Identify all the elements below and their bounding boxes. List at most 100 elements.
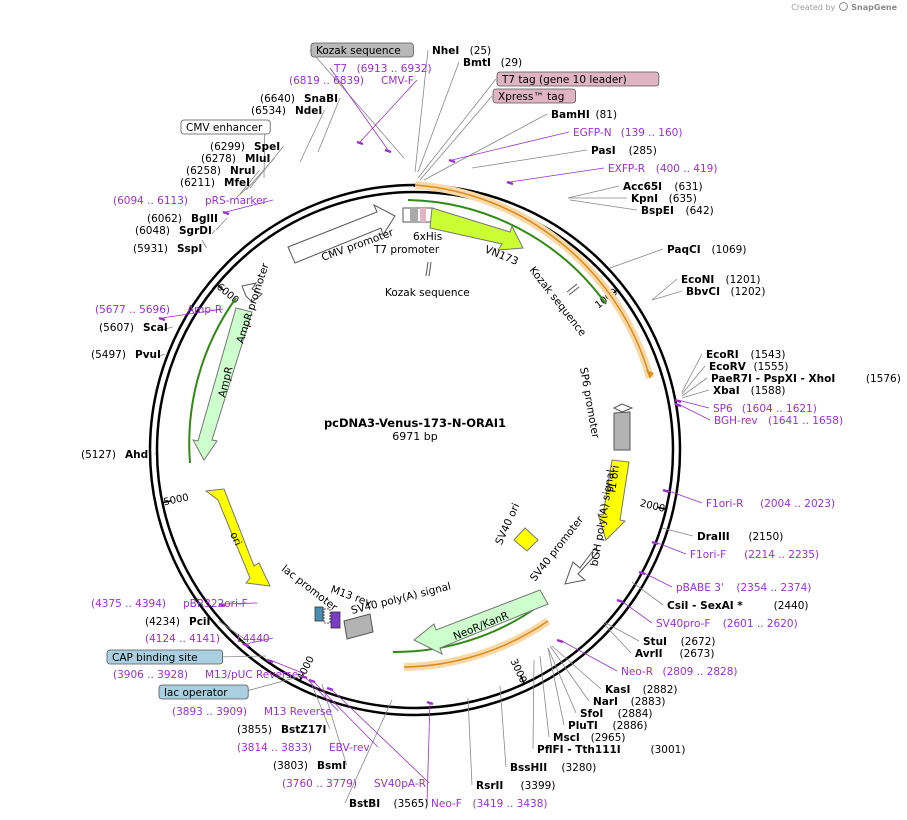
site-label-enzyme[interactable]: (6278)MluI — [201, 153, 270, 165]
leader-line — [651, 290, 683, 301]
site-label-enzyme[interactable]: (6299)SpeI — [210, 141, 280, 153]
site-name: ScaI — [143, 322, 168, 334]
site-label-enzyme[interactable]: PasI(285) — [591, 145, 657, 157]
site-label-primer[interactable]: F1ori-R(2004 .. 2023) — [706, 498, 835, 510]
site-label-box[interactable]: Kozak sequence — [310, 42, 414, 58]
site-position: (2673) — [680, 648, 715, 660]
site-position: (139 .. 160) — [621, 127, 683, 139]
site-label-enzyme[interactable]: Acc65I(631) — [623, 181, 703, 193]
site-label-enzyme[interactable]: MscI(2965) — [553, 732, 626, 744]
site-label-primer[interactable]: T7(6913 .. 6932) — [333, 63, 432, 75]
site-label-primer[interactable]: (3906 .. 3928)M13/pUC Reverse — [113, 669, 298, 681]
site-label-enzyme[interactable]: XbaI(1588) — [713, 385, 786, 397]
site-label-enzyme[interactable]: EcoRV(1555) — [709, 361, 788, 373]
site-label-enzyme[interactable]: NheI(25) — [432, 45, 491, 57]
site-label-enzyme[interactable]: BstBI(3565) — [349, 798, 428, 810]
site-label-enzyme[interactable]: BamHI(81) — [551, 109, 617, 121]
site-label-enzyme[interactable]: (6534)NdeI — [251, 105, 322, 117]
site-position: (1588) — [751, 385, 786, 397]
tick-mark — [519, 675, 526, 685]
site-label-enzyme[interactable]: KasI(2882) — [605, 684, 678, 696]
site-label-enzyme[interactable]: AvrII(2673) — [635, 648, 714, 660]
site-label-primer[interactable]: pBABE 3'(2354 .. 2374) — [676, 582, 811, 594]
site-position: (6640) — [260, 93, 295, 105]
site-label-enzyme[interactable]: PaeR7I - PspXI - XhoI(1576) — [711, 373, 901, 385]
site-label-primer[interactable]: Neo-F(3419 .. 3438) — [431, 798, 548, 810]
leader-line — [263, 126, 266, 179]
site-position: (1604 .. 1621) — [742, 403, 817, 415]
site-label-enzyme[interactable]: (5497)PvuI — [91, 349, 161, 361]
site-label-enzyme[interactable]: NarI(2883) — [593, 696, 666, 708]
feature-label-kozak-inner-2: Kozak sequence — [527, 264, 589, 338]
feature-label-6xhis: 6xHis — [413, 231, 442, 243]
site-label-enzyme[interactable]: PluTI(2886) — [568, 720, 647, 732]
site-label-enzyme[interactable]: (3855)BstZ17I — [237, 724, 326, 736]
site-position: (631) — [674, 181, 702, 193]
site-label-enzyme[interactable]: (6062)BglII — [147, 213, 218, 225]
site-label-enzyme[interactable]: BbvCI(1202) — [686, 286, 765, 298]
feature-ori — [204, 488, 271, 587]
leader-line — [631, 581, 664, 606]
site-label-enzyme[interactable]: (5607)ScaI — [99, 322, 168, 334]
site-label-enzyme[interactable]: (4234)PciI — [145, 616, 210, 628]
site-name: RsrII — [476, 780, 503, 792]
site-label-enzyme[interactable]: (6048)SgrDI — [135, 225, 212, 237]
site-position: (2214 .. 2235) — [744, 549, 819, 561]
site-label-enzyme[interactable]: CsiI - SexAI *(2440) — [667, 600, 809, 612]
site-label-enzyme[interactable]: BssHII(3280) — [510, 762, 596, 774]
site-label-box[interactable]: CMV enhancer — [180, 119, 271, 135]
site-label-enzyme[interactable]: StuI(2672) — [643, 636, 716, 648]
site-label-enzyme[interactable]: (3803)BsmI — [273, 760, 346, 772]
site-label-enzyme[interactable]: EcoNI(1201) — [681, 274, 760, 286]
site-label-enzyme[interactable]: (5931)SspI — [133, 243, 202, 255]
leader-line — [417, 78, 497, 179]
site-position: (6819 .. 6839) — [289, 75, 364, 87]
leader-line — [215, 217, 228, 231]
site-label-primer[interactable]: (3893 .. 3909)M13 Reverse — [172, 706, 332, 718]
site-name: BstZ17I — [281, 724, 326, 736]
site-label-box[interactable]: Xpress™ tag — [492, 88, 576, 104]
tick-label: 3000 — [508, 657, 529, 685]
site-label-primer[interactable]: (5677 .. 5696)Amp-R — [95, 304, 222, 316]
site-label-enzyme[interactable]: PflFI - Tth111I(3001) — [537, 744, 685, 756]
site-label-enzyme[interactable]: BspEI(642) — [641, 205, 714, 217]
site-label-enzyme[interactable]: (6640)SnaBI — [260, 93, 338, 105]
site-label-enzyme[interactable]: (6258)NruI — [186, 165, 255, 177]
site-label-enzyme[interactable]: RsrII(3399) — [476, 780, 555, 792]
site-label-box[interactable]: CAP binding site — [106, 649, 223, 665]
site-label-enzyme[interactable]: EcoRI(1543) — [706, 349, 785, 361]
site-label-enzyme[interactable]: BmtI(29) — [463, 57, 522, 69]
site-label-primer[interactable]: (6094 .. 6113)pRS-marker — [113, 195, 268, 207]
site-position: (4234) — [145, 616, 180, 628]
site-label-primer[interactable]: (3760 .. 3779)SV40pA-R — [282, 778, 426, 790]
site-label-primer[interactable]: (4375 .. 4394)pBR322ori-F — [91, 598, 248, 610]
leader-line — [216, 655, 267, 658]
site-label-enzyme[interactable]: KpnI(635) — [631, 193, 697, 205]
site-label-primer[interactable]: Neo-R(2809 .. 2828) — [621, 666, 738, 678]
site-position: (6299) — [210, 141, 245, 153]
site-label-primer[interactable]: F1ori-F(2214 .. 2235) — [690, 549, 819, 561]
site-label-primer[interactable]: SP6(1604 .. 1621) — [713, 403, 817, 415]
site-label-primer[interactable]: (4124 .. 4141)L4440 — [145, 633, 270, 645]
site-label-box[interactable]: lac operator — [158, 684, 249, 700]
site-label-primer[interactable]: (3814 .. 3833)EBV-rev — [237, 742, 370, 754]
site-name: EcoRI — [706, 349, 739, 361]
site-position: (3001) — [651, 744, 686, 756]
site-name: Amp-R — [187, 304, 222, 316]
site-label-primer[interactable]: EXFP-R(400 .. 419) — [608, 163, 717, 175]
site-label-enzyme[interactable]: (6211)MfeI — [180, 177, 250, 189]
site-label-enzyme[interactable]: DraIII(2150) — [697, 531, 783, 543]
site-label-primer[interactable]: (6819 .. 6839)CMV-F — [289, 75, 414, 87]
feature-sv40-polya — [343, 613, 374, 640]
site-label-primer[interactable]: BGH-rev(1641 .. 1658) — [714, 415, 843, 427]
site-position: (3419 .. 3438) — [473, 798, 548, 810]
site-label-enzyme[interactable]: PaqCI(1069) — [667, 244, 746, 256]
site-label-primer[interactable]: SV40pro-F(2601 .. 2620) — [656, 618, 798, 630]
leader-line — [603, 621, 640, 642]
site-name: BGH-rev — [714, 415, 758, 427]
site-label-box[interactable]: T7 tag (gene 10 leader) — [496, 71, 660, 87]
site-label-primer[interactable]: EGFP-N(139 .. 160) — [573, 127, 682, 139]
primer-site-mark — [674, 398, 682, 404]
site-label-enzyme[interactable]: (5127)AhdI — [81, 449, 152, 461]
site-label-enzyme[interactable]: SfoI(2884) — [580, 708, 653, 720]
